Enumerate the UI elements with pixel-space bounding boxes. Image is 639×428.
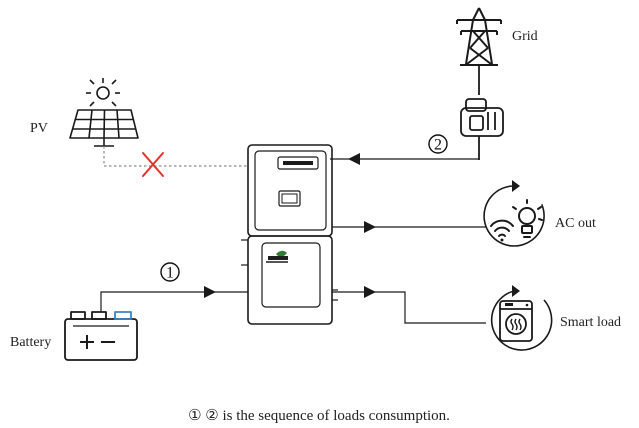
inverter-to-ac-out-line: [332, 221, 486, 233]
inverter-icon: [241, 144, 338, 325]
marker-2-number: 2: [434, 137, 442, 154]
disconnected-cross-icon: [142, 152, 164, 177]
battery-to-inverter-line: [100, 286, 248, 312]
brand-logo: [266, 250, 288, 263]
transmission-tower-icon: [456, 7, 502, 66]
caption-text: ① ② is the sequence of loads consumption…: [188, 408, 450, 424]
battery-icon: [64, 311, 138, 361]
smart-load-label: Smart load: [560, 315, 621, 330]
grid-label: Grid: [512, 29, 538, 44]
grid-arrow-icon: [348, 153, 360, 165]
ac-out-label: AC out: [555, 216, 596, 231]
sequence-marker-1: 1: [160, 262, 180, 282]
pv-label: PV: [30, 121, 48, 136]
battery-label: Battery: [10, 335, 51, 350]
smart-load-arrow-icon: [364, 286, 376, 298]
inverter-to-smart-load-line: [332, 286, 486, 324]
sun-icon: [86, 78, 120, 107]
battery-arrow-icon: [204, 286, 216, 298]
marker-1-number: 1: [166, 265, 174, 282]
smart-load-icon: [490, 285, 553, 351]
pv-to-inverter-line: [103, 146, 248, 167]
ct-clamp-icon: [460, 66, 504, 160]
sequence-marker-2: 2: [428, 134, 448, 154]
ac-out-icon: [483, 180, 545, 247]
solar-panel-icon: [69, 109, 139, 147]
grid-to-inverter-line: [330, 153, 480, 165]
ac-out-arrow-icon: [364, 221, 376, 233]
